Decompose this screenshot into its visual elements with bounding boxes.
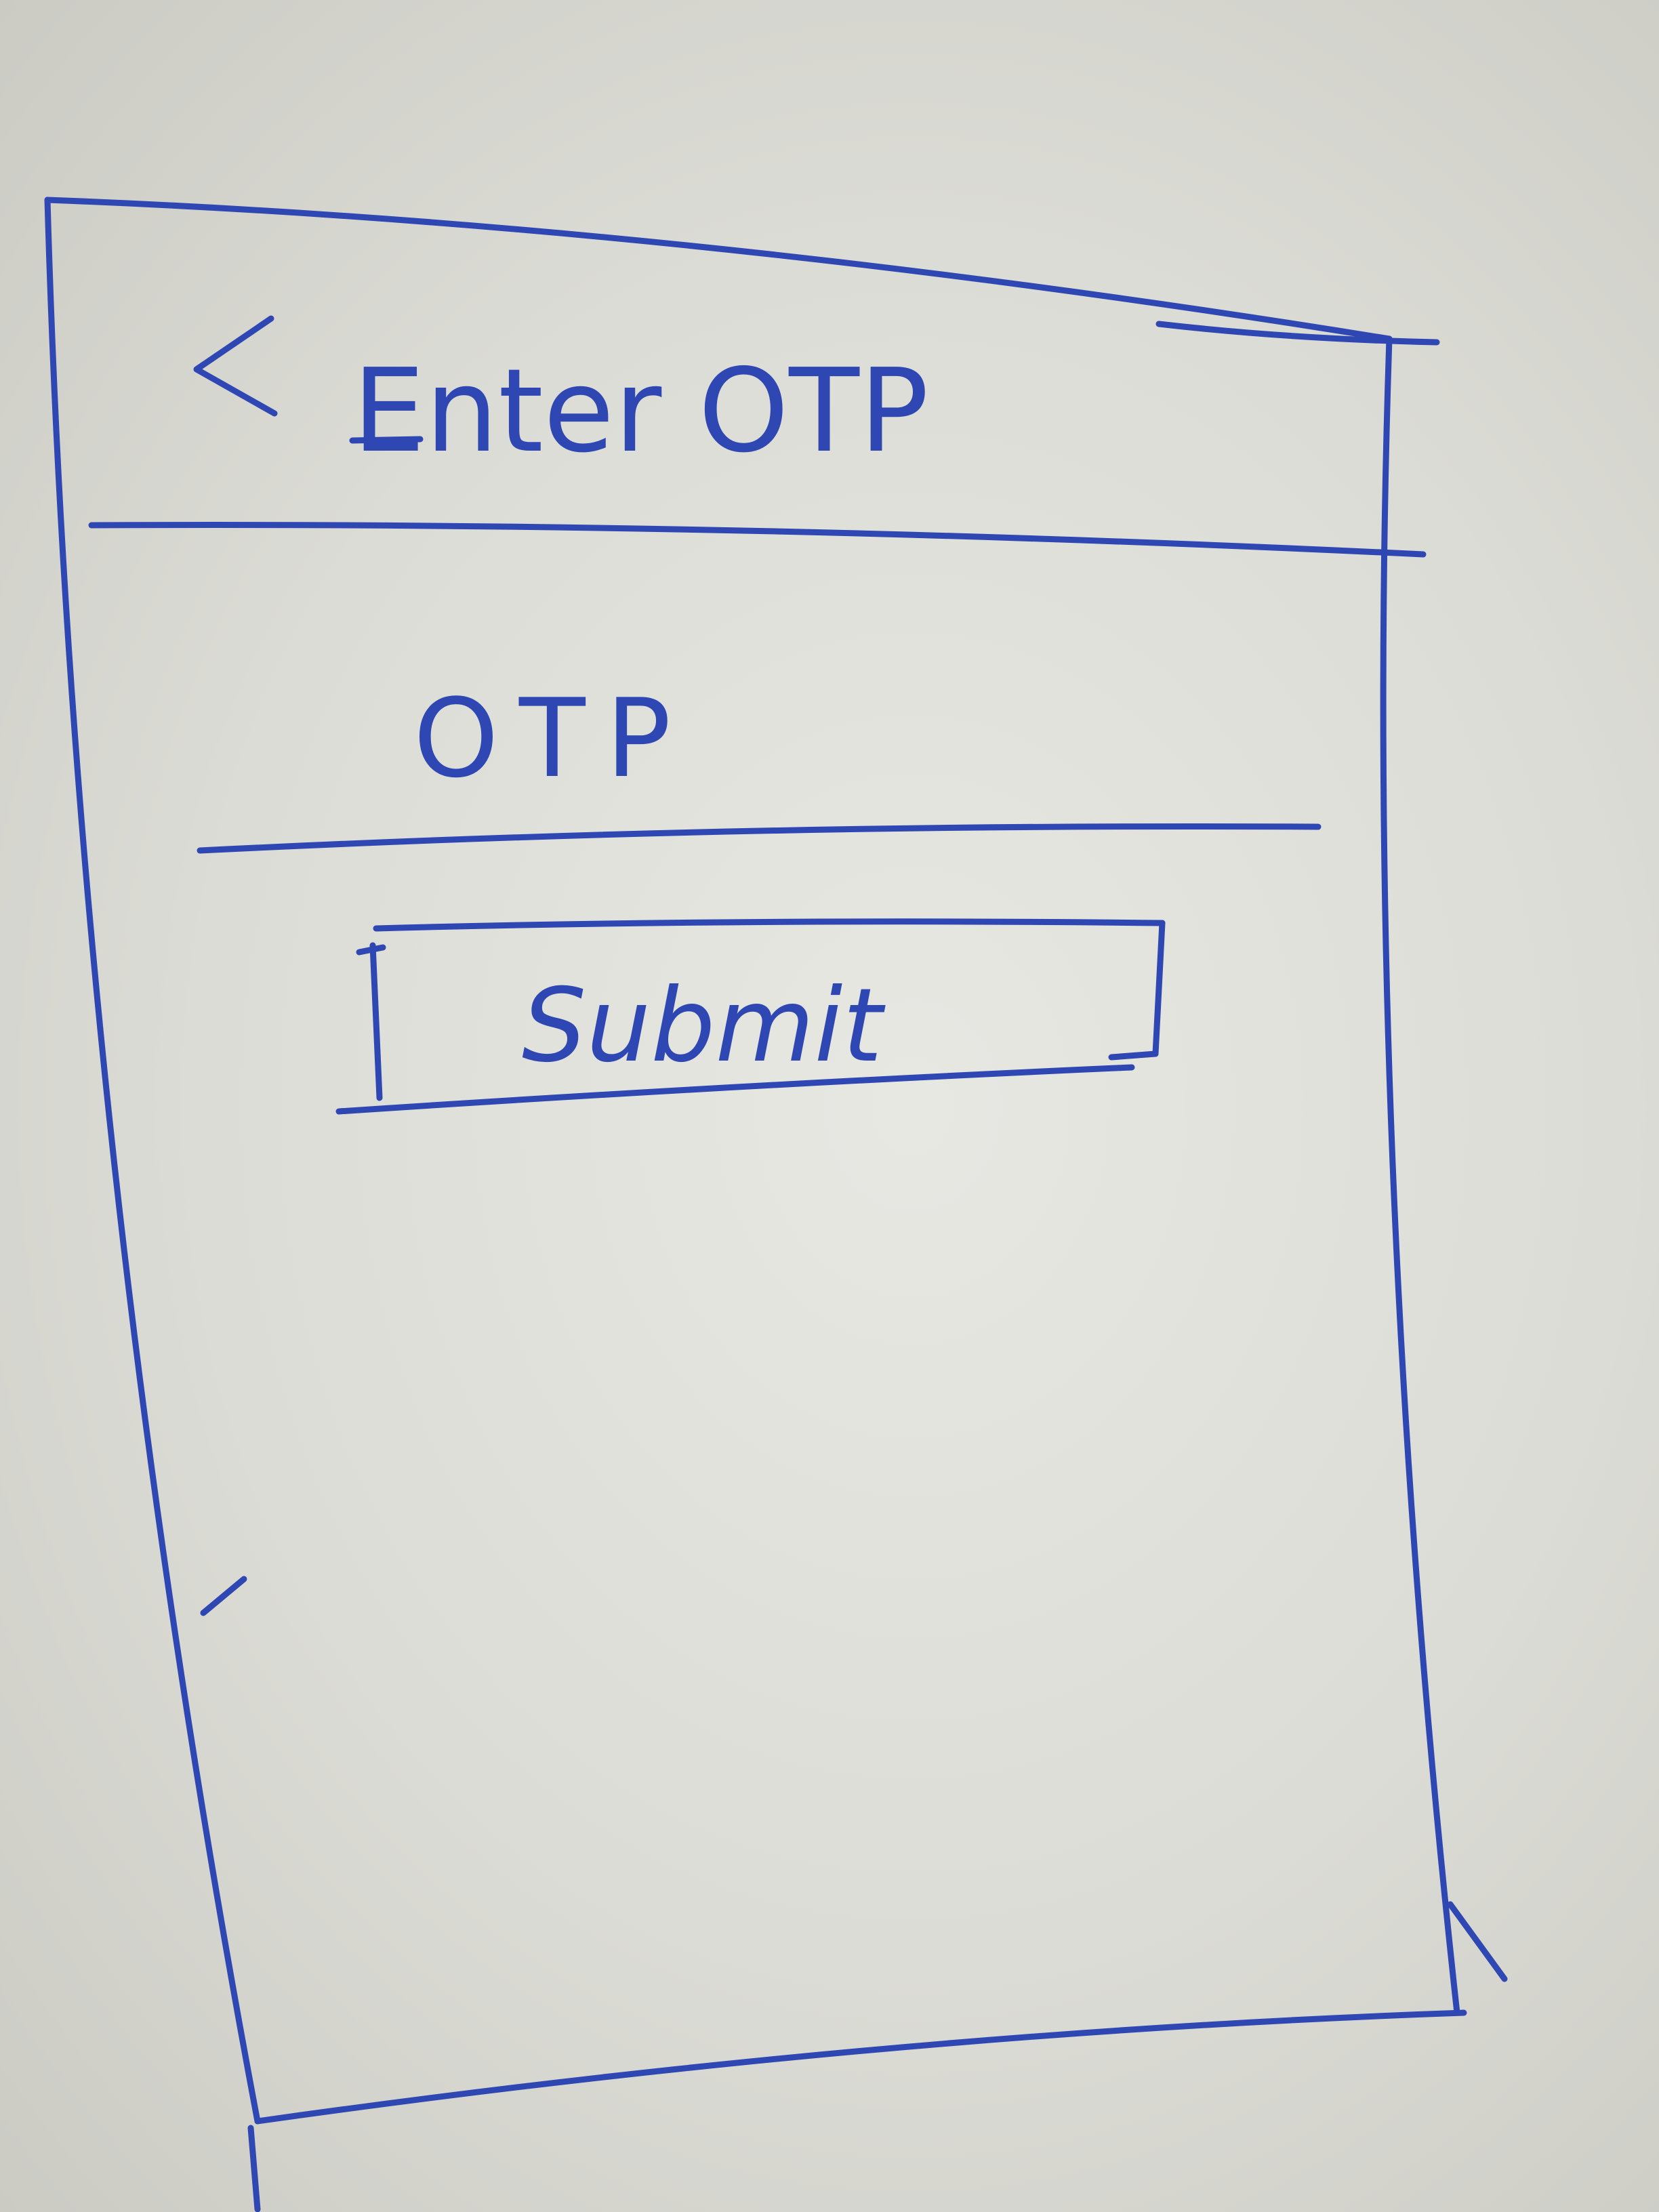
header-divider — [88, 522, 1427, 558]
otp-input-underline — [197, 823, 1322, 854]
submit-button[interactable]: Submit — [335, 918, 1166, 1115]
submit-button-label: Submit — [522, 967, 886, 1085]
otp-input[interactable]: OTP — [197, 644, 1322, 854]
title-underline — [349, 436, 424, 444]
stray-mark — [200, 1576, 247, 1616]
page-title: Enter OTP — [352, 344, 929, 478]
back-chevron-icon[interactable] — [176, 291, 291, 434]
phone-frame — [44, 197, 1508, 2212]
otp-input-placeholder: OTP — [413, 675, 691, 802]
